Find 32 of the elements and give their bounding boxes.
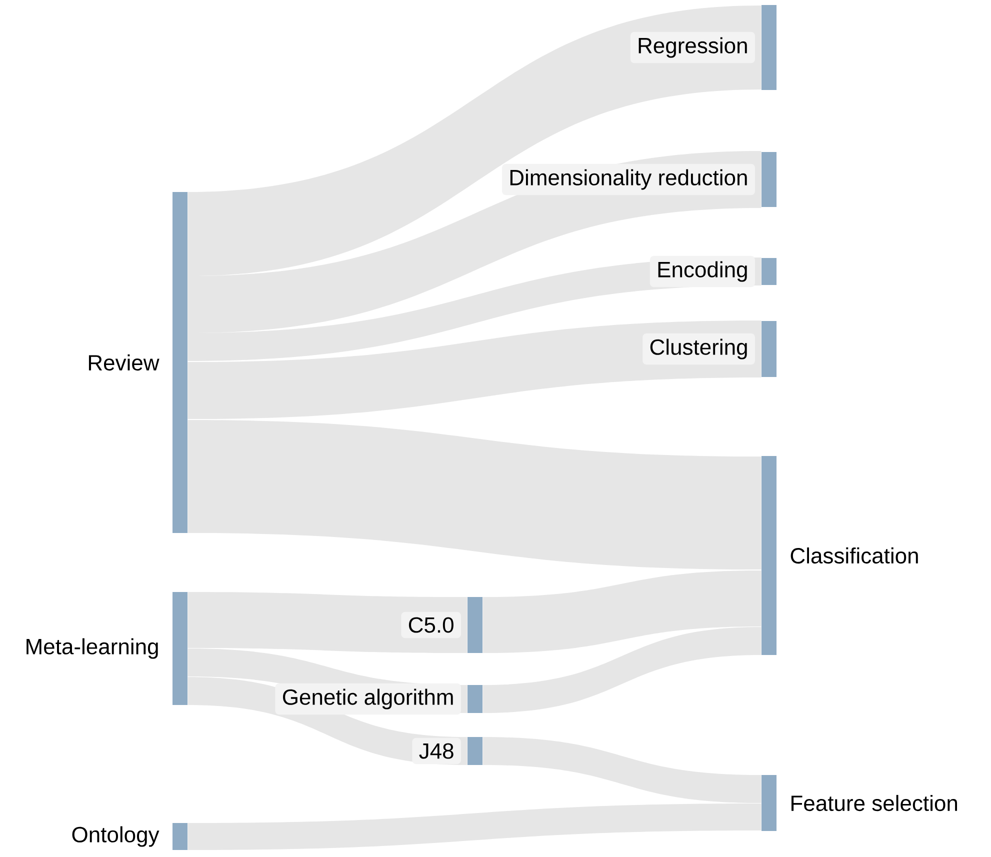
sankey-bar bbox=[762, 775, 776, 831]
flow-band bbox=[482, 737, 762, 803]
label-box: J48 bbox=[412, 738, 461, 764]
sankey-bar bbox=[762, 152, 776, 207]
sankey-bar bbox=[468, 685, 482, 713]
flow-band bbox=[482, 570, 762, 653]
flow-band bbox=[188, 320, 762, 419]
sankey-bar bbox=[172, 592, 188, 705]
node-label: Meta-learning bbox=[26, 638, 158, 659]
flow-band bbox=[188, 804, 762, 850]
label-box: Clustering bbox=[642, 333, 755, 365]
flow-band bbox=[482, 627, 762, 713]
node-label: Review bbox=[88, 354, 160, 371]
sankey-bar bbox=[172, 192, 188, 533]
node-label: Classification bbox=[790, 547, 918, 564]
sankey-bar bbox=[468, 737, 482, 765]
node-label: Ontology bbox=[72, 826, 160, 847]
label-box: Genetic algorithm bbox=[275, 683, 461, 715]
flow-band bbox=[188, 6, 762, 276]
label-box: Encoding bbox=[650, 256, 755, 288]
node-label: Feature selection bbox=[792, 794, 957, 812]
label-box: Regression bbox=[630, 32, 755, 64]
sankey-bar bbox=[762, 321, 776, 377]
flow-band bbox=[188, 420, 762, 570]
sankey-bar bbox=[468, 597, 482, 653]
label-box: Dimensionality reduction bbox=[502, 164, 755, 196]
flow-band bbox=[188, 592, 468, 653]
sankey-bar bbox=[762, 258, 776, 285]
label-box: C5.0 bbox=[401, 612, 461, 638]
sankey-bar bbox=[762, 456, 776, 655]
sankey-bar bbox=[762, 5, 776, 90]
sankey-bar bbox=[172, 823, 188, 850]
